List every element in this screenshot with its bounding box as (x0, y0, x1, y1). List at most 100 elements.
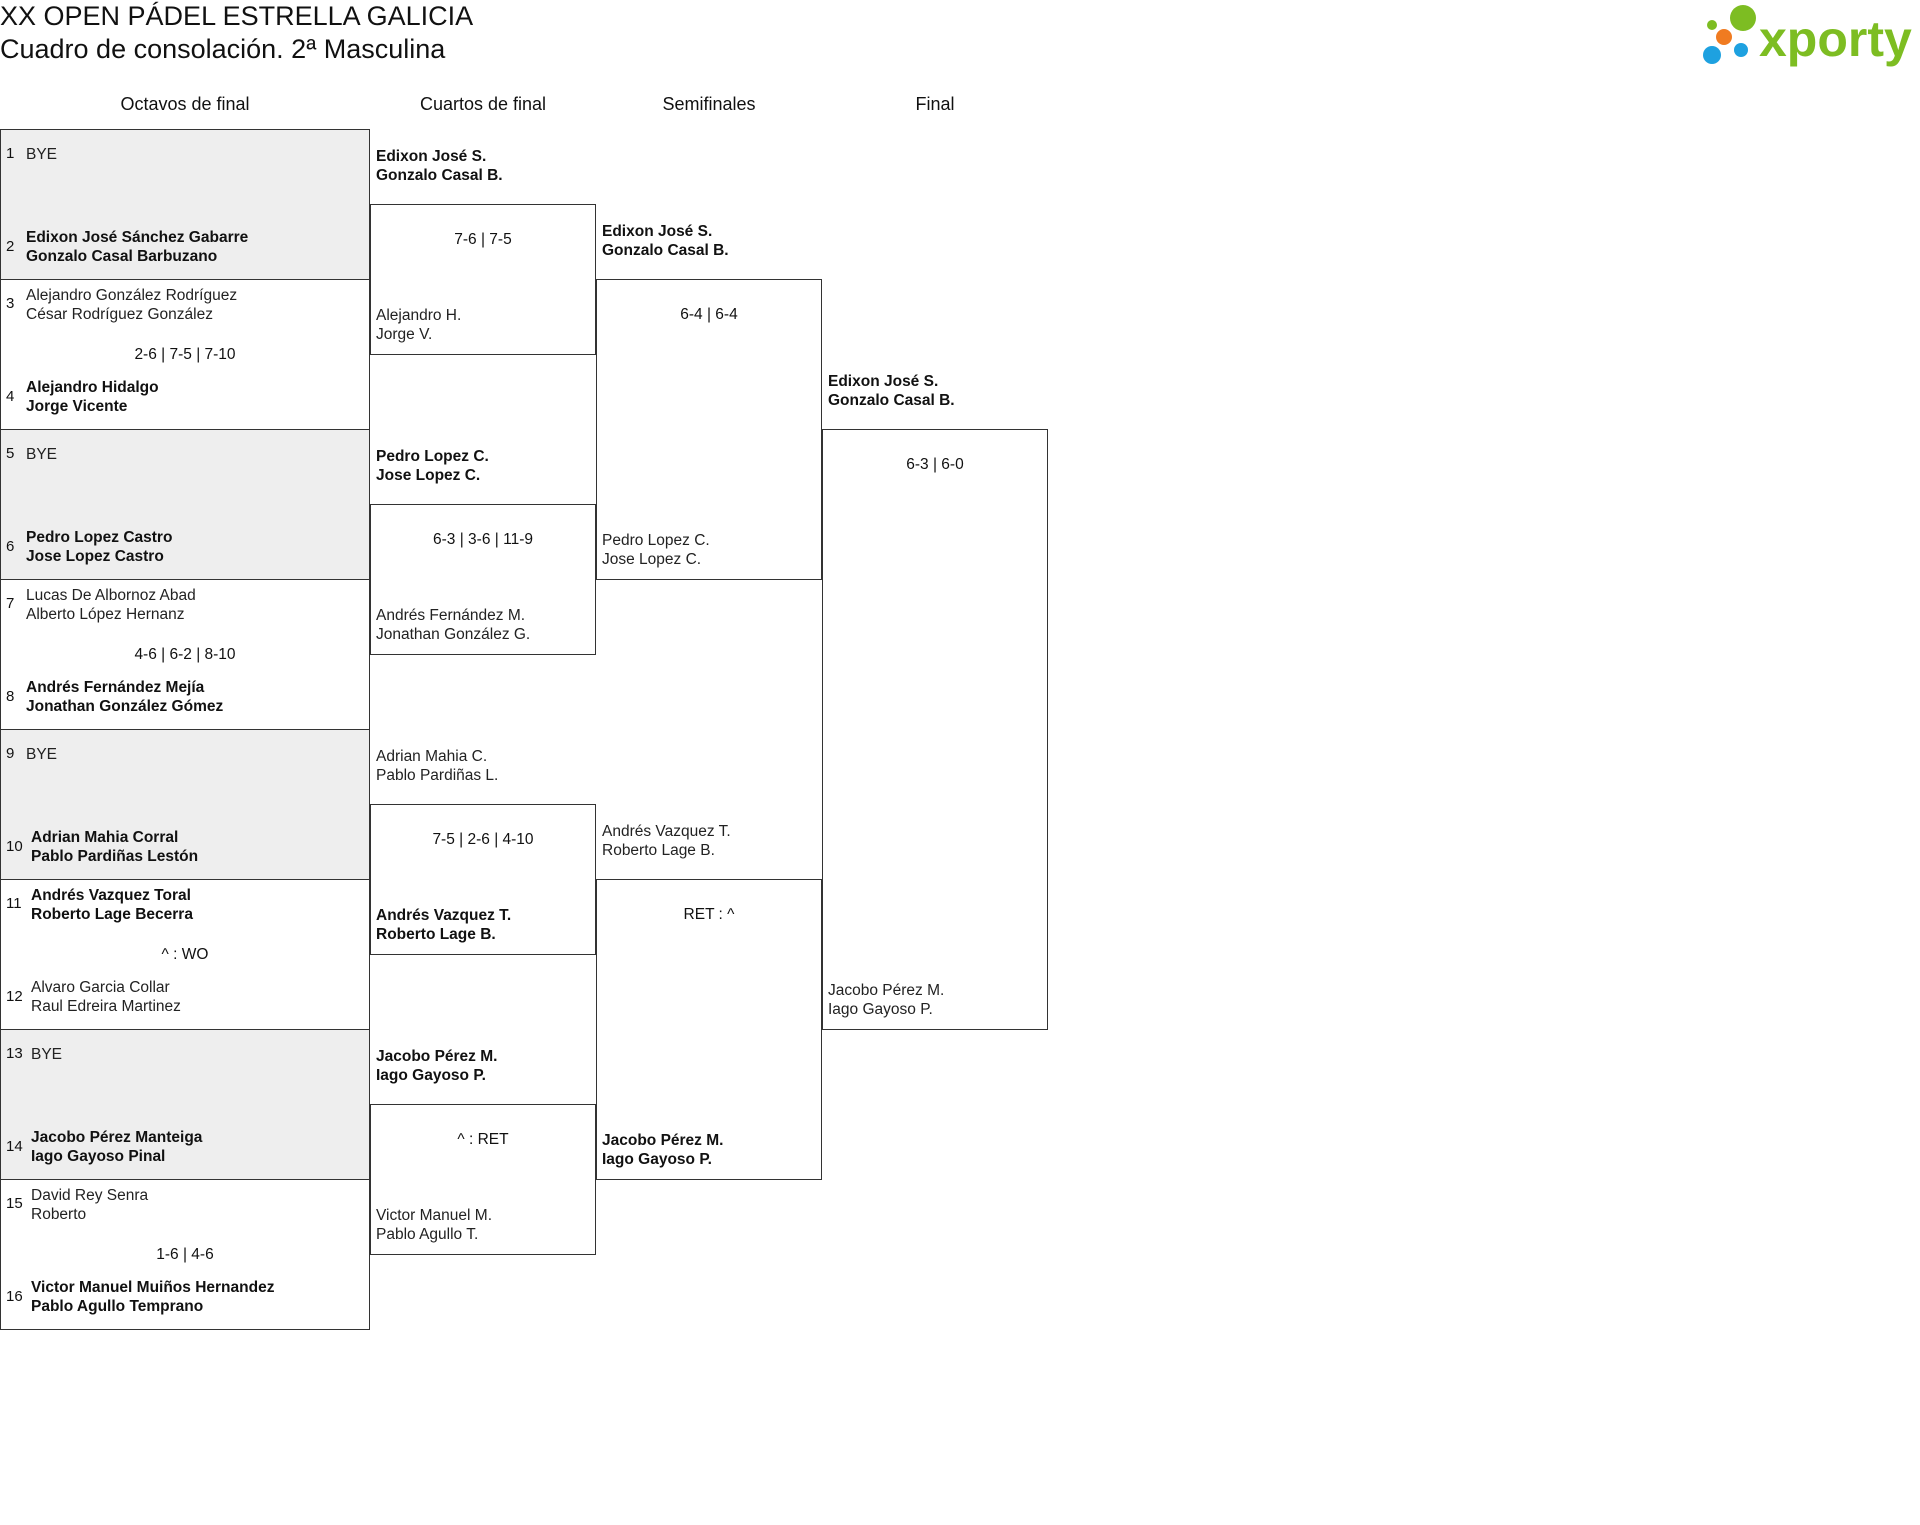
round-header-final: Final (915, 94, 955, 114)
player-name: Alejandro González Rodríguez (26, 287, 238, 304)
seed-number: 12 (6, 988, 23, 1005)
logo-dot-green (1730, 5, 1756, 31)
semis-match (596, 279, 822, 580)
logo-dot-blue (1703, 46, 1721, 64)
player-name: Jonathan González Gómez (26, 698, 224, 715)
cuartos-score: 6-3 | 3-6 | 11-9 (433, 531, 533, 548)
player-name: Victor Manuel Muiños Hernandez (31, 1279, 275, 1296)
seed-number: 10 (6, 838, 23, 855)
final-match (822, 429, 1048, 1030)
player-name: Iago Gayoso Pinal (31, 1148, 166, 1165)
player-name: Jacobo Pérez M. (602, 1132, 724, 1149)
seed-number: 13 (6, 1045, 23, 1062)
octavos-pair-top: BYE (31, 1045, 62, 1064)
player-name: Victor Manuel M. (376, 1207, 493, 1224)
match-score: 1-6 | 4-6 (156, 1246, 214, 1263)
player-name: Pedro Lopez Castro (26, 529, 173, 546)
player-name: Lucas De Albornoz Abad (26, 587, 196, 604)
player-name: Jacobo Pérez M. (376, 1048, 498, 1065)
player-name: Roberto Lage B. (376, 926, 496, 943)
player-name: Andrés Fernández Mejía (26, 679, 205, 696)
semis-pair-bottom: Pedro Lopez C.Jose Lopez C. (602, 531, 710, 569)
player-name: BYE (26, 746, 58, 763)
seed-number: 14 (6, 1138, 23, 1155)
player-name: Alberto López Hernanz (26, 606, 185, 623)
player-name: Pablo Agullo Temprano (31, 1298, 204, 1315)
cuartos-pair-top: Jacobo Pérez M. Iago Gayoso P. (376, 1047, 497, 1085)
semis-pair-top: Edixon José S. Gonzalo Casal B. (602, 222, 729, 260)
cuartos-score: ^ : RET (457, 1131, 509, 1148)
semis-match (596, 879, 822, 1180)
player-name: Jacobo Pérez Manteiga (31, 1129, 203, 1146)
player-name: Roberto Lage B. (602, 842, 715, 859)
player-name: Pedro Lopez C. (376, 448, 489, 465)
round-header-semis: Semifinales (662, 94, 756, 114)
seed-number: 11 (6, 895, 22, 912)
player-name: Roberto Lage Becerra (31, 906, 193, 923)
player-name: Adrian Mahia C. (376, 748, 488, 765)
player-name: Andrés Vazquez Toral (31, 887, 191, 904)
logo-text: xporty (1759, 11, 1912, 67)
seed-number: 3 (6, 295, 15, 312)
player-name: Pablo Pardiñas L. (376, 767, 499, 784)
octavos-pair-top: BYE (26, 445, 57, 464)
cuartos-score: 7-6 | 7-5 (454, 231, 512, 248)
player-name: Gonzalo Casal B. (828, 392, 955, 409)
seed-number: 8 (6, 688, 15, 705)
player-name: Pedro Lopez C. (602, 532, 710, 549)
final-pair-top: Edixon José S. Gonzalo Casal B. (828, 372, 955, 410)
player-name: Jose Lopez Castro (26, 548, 164, 565)
xporty-logo: xporty (1695, 4, 1920, 75)
match-score: 4-6 | 6-2 | 8-10 (134, 646, 236, 663)
player-name: Edixon José S. (602, 223, 713, 240)
player-name: Alejandro Hidalgo (26, 379, 159, 396)
player-name: Andrés Vazquez T. (602, 823, 731, 840)
match-score: 2-6 | 7-5 | 7-10 (134, 346, 236, 363)
logo-dot-blue-2 (1734, 43, 1748, 57)
cuartos-pair-bottom: Andrés Vazquez T. Roberto Lage B. (376, 906, 511, 944)
player-name: Iago Gayoso P. (376, 1067, 486, 1084)
seed-number: 9 (6, 745, 15, 762)
seed-number: 6 (6, 538, 15, 555)
logo-dot-orange (1716, 29, 1732, 45)
cuartos-match (370, 804, 596, 955)
player-name: BYE (26, 146, 58, 163)
player-name: Adrian Mahia Corral (31, 829, 179, 846)
player-name: Jonathan González G. (376, 626, 531, 643)
player-name: Raul Edreira Martinez (31, 998, 181, 1015)
player-name: Gonzalo Casal B. (602, 242, 729, 259)
seed-number: 5 (6, 445, 15, 462)
cuartos-match (370, 1104, 596, 1255)
player-name: Jorge Vicente (26, 398, 128, 415)
player-name: Pablo Agullo T. (376, 1226, 479, 1243)
seed-number: 16 (6, 1288, 23, 1305)
seed-number: 2 (6, 238, 15, 255)
round-header-cuartos: Cuartos de final (419, 94, 547, 114)
seed-number: 7 (6, 595, 15, 612)
logo-dot-green-small (1707, 20, 1717, 30)
player-name: César Rodríguez González (26, 306, 213, 323)
seed-number: 1 (6, 145, 15, 162)
semis-pair-top: Andrés Vazquez T. Roberto Lage B. (602, 822, 731, 860)
player-name: Andrés Vazquez T. (376, 907, 512, 924)
player-name: Edixon José S. (828, 373, 939, 390)
cuartos-match (370, 204, 596, 355)
player-name: Gonzalo Casal Barbuzano (26, 248, 218, 265)
